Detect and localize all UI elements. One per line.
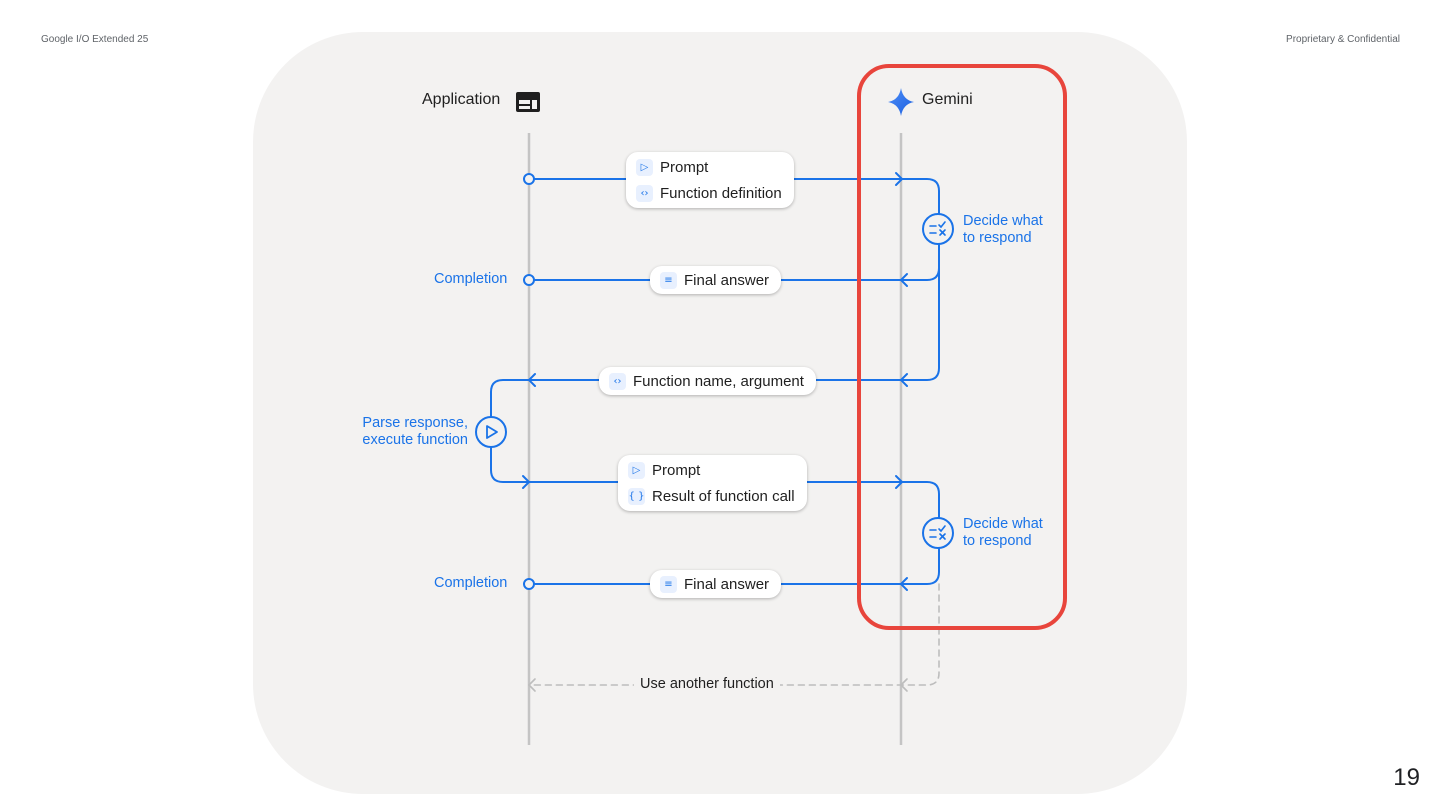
final-answer-1-arrowhead [900, 273, 908, 287]
loop-back-path [528, 583, 940, 686]
final-answer-2-row: ≡ Final answer [650, 570, 781, 598]
completion-2-label: Completion [434, 575, 508, 591]
final-answer-2-arrowhead [900, 577, 908, 591]
loop-back-arrowhead-gemini [900, 678, 908, 692]
decide-1-icon [922, 213, 954, 245]
function-call-label: Function name, argument [633, 372, 804, 390]
request-1-card: ▷ Prompt ‹› Function definition [626, 152, 794, 208]
decide-1-branch [900, 267, 940, 281]
parse-execute-label: Parse response, execute function [362, 415, 468, 448]
gemini-highlight-box [857, 64, 1067, 630]
function-call-row: ‹› Function name, argument [599, 367, 816, 395]
application-window-icon [516, 92, 540, 112]
confidentiality-label: Proprietary & Confidential [1286, 34, 1400, 45]
braces-icon: { } [628, 487, 645, 505]
decide-1-label: Decide what to respond [963, 213, 1043, 246]
function-call-card: ‹› Function name, argument [599, 367, 816, 395]
completion-2-dot [523, 578, 535, 590]
request-2-prompt-row: ▷ Prompt [618, 455, 807, 483]
decide-2-label: Decide what to respond [963, 516, 1043, 549]
request-2-result-row: { } Result of function call [618, 483, 807, 511]
final-answer-1-row: ≡ Final answer [650, 266, 781, 294]
gemini-title: Gemini [922, 91, 973, 108]
send-icon: ▷ [628, 461, 645, 479]
request-1-start-dot [523, 173, 535, 185]
code-icon: ‹› [609, 372, 626, 390]
request-2-arrowhead-app [522, 475, 530, 489]
final-answer-1-label: Final answer [684, 271, 770, 289]
request-1-definition-row: ‹› Function definition [626, 180, 794, 208]
event-label: Google I/O Extended 25 [41, 34, 149, 45]
document-icon: ≡ [660, 575, 677, 593]
final-answer-1-card: ≡ Final answer [650, 266, 782, 294]
gemini-sparkle-icon [888, 88, 914, 116]
loop-back-arrowhead-app [528, 678, 536, 692]
final-answer-2-label: Final answer [684, 575, 770, 593]
request-2-card: ▷ Prompt { } Result of function call [618, 455, 807, 511]
prompt-label: Prompt [652, 461, 701, 479]
application-title: Application [422, 91, 501, 108]
final-answer-2-card: ≡ Final answer [650, 570, 782, 598]
request-1-prompt-row: ▷ Prompt [626, 152, 794, 180]
execute-play-icon [475, 416, 507, 448]
code-icon: ‹› [636, 184, 653, 202]
send-icon: ▷ [636, 158, 653, 176]
prompt-label: Prompt [660, 158, 709, 176]
decide-1-bracket [900, 178, 940, 381]
decide-2-icon [922, 517, 954, 549]
page-number: 19 [1393, 764, 1420, 791]
loop-back-label: Use another function [634, 676, 780, 692]
result-label: Result of function call [652, 487, 795, 505]
function-call-arrowhead-gemini [900, 373, 908, 387]
function-definition-label: Function definition [660, 184, 782, 202]
completion-1-label: Completion [434, 271, 508, 287]
completion-1-dot [523, 274, 535, 286]
document-icon: ≡ [660, 271, 677, 289]
